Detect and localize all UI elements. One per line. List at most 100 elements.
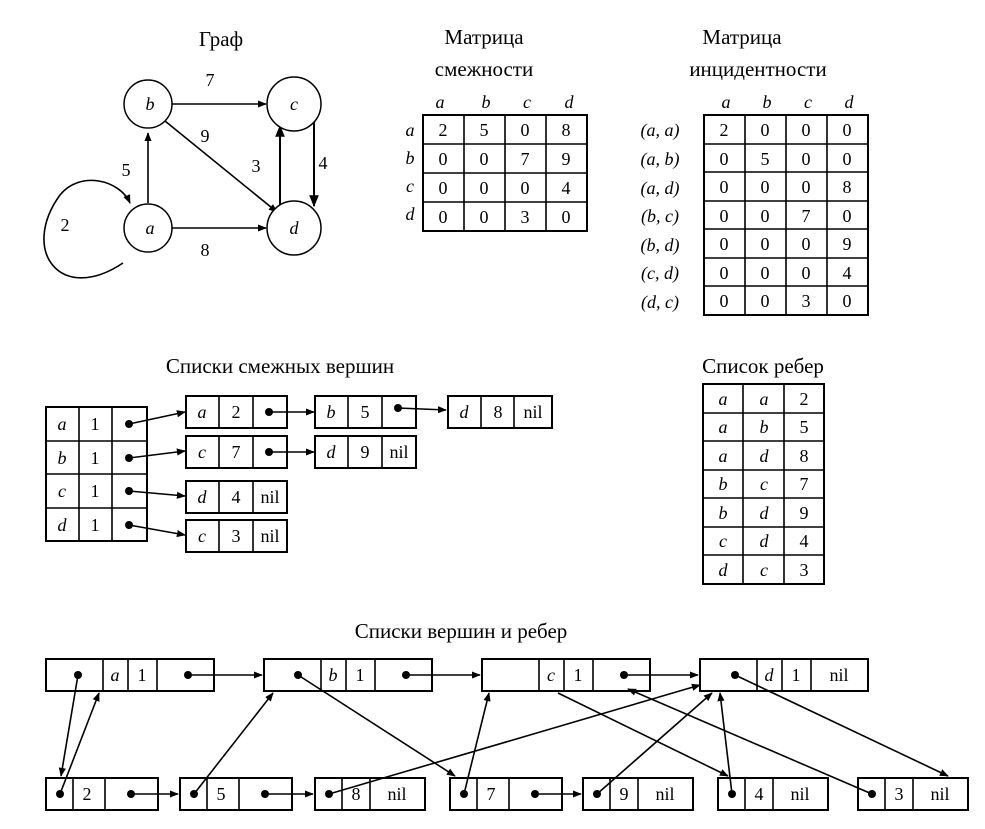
adj-node-weight: 4 xyxy=(232,487,241,507)
graph-title: Граф xyxy=(199,27,243,51)
vertex-node-name: a xyxy=(111,665,120,685)
adj-node-nil: nil xyxy=(389,442,408,462)
adj-cell: 7 xyxy=(521,149,530,169)
edge-node-nil: nil xyxy=(655,784,674,804)
adj-cell: 0 xyxy=(439,178,448,198)
adj-row-header: c xyxy=(406,176,414,196)
adjacency-matrix-title-line1: Матрица xyxy=(444,25,524,49)
inc-cell: 0 xyxy=(720,206,729,226)
adj-row-header: a xyxy=(406,120,415,140)
edge-b-d xyxy=(164,120,278,213)
edge-node-weight: 8 xyxy=(352,784,361,804)
vertex-b-label: b xyxy=(146,94,155,114)
inc-cell: 0 xyxy=(802,234,811,254)
vertex-node-name: c xyxy=(547,665,555,685)
inc-cell: 0 xyxy=(802,120,811,140)
edge-list-table: a a 2 a b 5 a d 8 b c 7 b d 9 c d 4 d c … xyxy=(702,383,825,585)
vertex-node-nil: nil xyxy=(829,665,848,685)
adj-node-weight: 3 xyxy=(232,526,241,546)
inc-row-header: (a, d) xyxy=(641,178,680,199)
inc-cell: 0 xyxy=(761,120,770,140)
edge-node-weight: 2 xyxy=(83,784,92,804)
edge-list-weight: 8 xyxy=(800,446,809,466)
inc-cell: 0 xyxy=(843,149,852,169)
adj-list-head-count: 1 xyxy=(91,448,100,468)
inc-cell: 0 xyxy=(761,206,770,226)
adj-col-header: d xyxy=(565,92,575,112)
edge-list-weight: 3 xyxy=(800,560,809,580)
adj-list-head-vertex: c xyxy=(58,481,66,501)
graph-drawing: b c a d 2 5 8 7 9 4 3 xyxy=(43,70,328,279)
adj-cell: 9 xyxy=(562,149,571,169)
vertex-b-node xyxy=(123,79,173,129)
inc-cell: 0 xyxy=(802,149,811,169)
inc-cell: 4 xyxy=(843,263,852,283)
incidence-matrix-title-line1: Матрица xyxy=(702,25,782,49)
inc-cell: 0 xyxy=(761,263,770,283)
adj-node-vertex: d xyxy=(327,442,337,462)
inc-col-header: a xyxy=(722,92,731,112)
edge-node-weight: 9 xyxy=(620,784,629,804)
inc-cell: 9 xyxy=(843,234,852,254)
inc-col-header: c xyxy=(804,92,812,112)
inc-cell: 3 xyxy=(802,291,811,311)
vertex-c-node xyxy=(266,76,322,132)
edge-list-weight: 4 xyxy=(800,531,809,551)
edge-list-to: a xyxy=(760,389,769,409)
adj-list-head-count: 1 xyxy=(91,481,100,501)
weight-b-d: 9 xyxy=(201,126,210,146)
inc-cell: 7 xyxy=(802,206,811,226)
edge-list-title: Список ребер xyxy=(702,354,824,378)
adj-cell: 0 xyxy=(439,149,448,169)
edge-a-a xyxy=(43,179,131,279)
adjacency-matrix: a b c d a b c d 2 5 0 8 0 0 7 9 0 0 0 4 … xyxy=(406,92,588,232)
edge-node-weight: 3 xyxy=(895,784,904,804)
edge-node-weight: 7 xyxy=(487,784,496,804)
adj-node-weight: 9 xyxy=(361,442,370,462)
edge-list-weight: 9 xyxy=(800,503,809,523)
vertex-d-label: d xyxy=(290,218,300,238)
edge-list-from: b xyxy=(719,503,728,523)
edge-list-to: d xyxy=(760,503,770,523)
edge-list-weight: 7 xyxy=(800,474,809,494)
vertex-d-node xyxy=(266,200,322,256)
inc-col-header: b xyxy=(763,92,772,112)
inc-cell: 0 xyxy=(761,177,770,197)
adj-list-head-vertex: b xyxy=(58,448,67,468)
edge-list-from: c xyxy=(719,531,727,551)
adj-list-head-vertex: a xyxy=(58,414,67,434)
edge-node-nil: nil xyxy=(790,784,809,804)
adj-node-weight: 8 xyxy=(494,402,503,422)
adj-node-nil: nil xyxy=(523,402,542,422)
vertex-a-node xyxy=(123,203,173,253)
adj-node-vertex: a xyxy=(198,402,207,422)
vertex-node-count: 1 xyxy=(574,665,583,685)
edge-list-to: c xyxy=(760,474,768,494)
edge-list-from: d xyxy=(719,560,729,580)
adj-list-head-count: 1 xyxy=(91,414,100,434)
edge-list-weight: 2 xyxy=(800,389,809,409)
inc-row-header: (b, c) xyxy=(641,206,679,227)
edge-node-nil: nil xyxy=(930,784,949,804)
adj-cell: 0 xyxy=(480,207,489,227)
adj-node-weight: 2 xyxy=(232,402,241,422)
edge-list-to: d xyxy=(760,531,770,551)
edge-node-weight: 5 xyxy=(217,784,226,804)
adj-cell: 0 xyxy=(480,178,489,198)
adj-row-header: d xyxy=(406,204,416,224)
vertex-edge-lists-title: Списки вершин и ребер xyxy=(355,619,568,643)
inc-cell: 5 xyxy=(761,149,770,169)
edge-node-nil: nil xyxy=(387,784,406,804)
weight-b-c: 7 xyxy=(206,70,215,90)
inc-cell: 0 xyxy=(761,234,770,254)
inc-cell: 0 xyxy=(761,291,770,311)
edge-node-weight: 4 xyxy=(755,784,764,804)
adj-node-vertex: c xyxy=(198,526,206,546)
adj-node-vertex: b xyxy=(327,402,336,422)
inc-cell: 0 xyxy=(802,263,811,283)
adj-node-weight: 5 xyxy=(361,402,370,422)
weight-c-d: 4 xyxy=(319,153,328,173)
incidence-matrix: a b c d (a, a) (a, b) (a, d) (b, c) (b, … xyxy=(641,92,869,316)
vertex-node-name: b xyxy=(329,665,338,685)
